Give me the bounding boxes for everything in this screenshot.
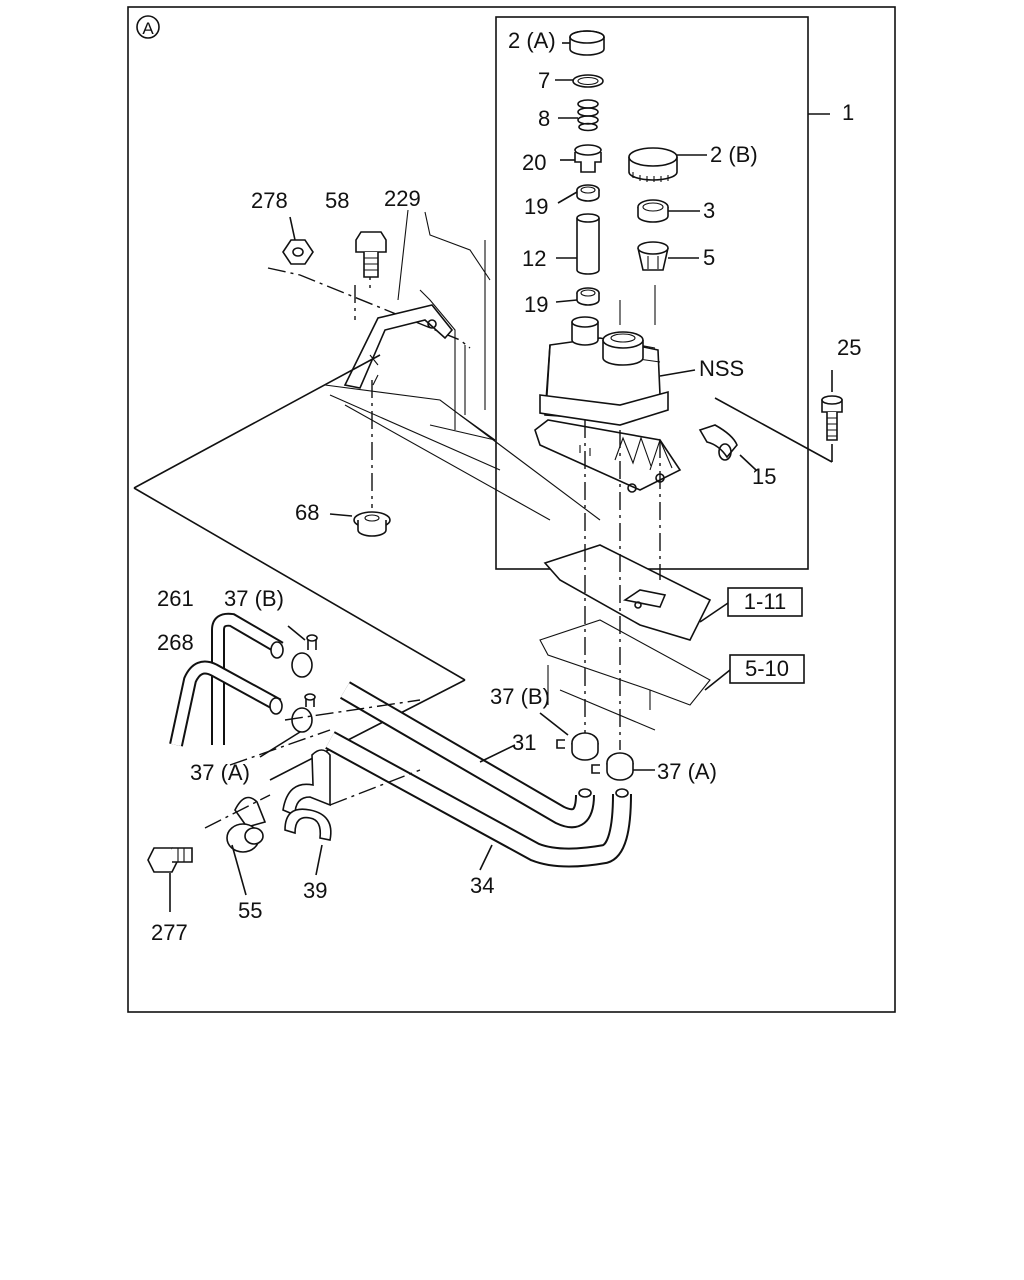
label-3: 3 [703,198,715,223]
label-2a: 2 (A) [508,28,556,53]
ring-19-upper-part [576,184,600,202]
label-12: 12 [522,246,546,271]
label-2b: 2 (B) [710,142,758,167]
label-5: 5 [703,245,715,270]
label-15: 15 [752,464,776,489]
label-39: 39 [303,878,327,903]
label-68: 68 [295,500,319,525]
assembly-box [495,16,809,570]
label-58: 58 [325,188,349,213]
bolt-25-part [821,395,843,441]
label-261: 261 [157,586,194,611]
cap-2b-part [628,147,678,182]
ring-19-lower-part [576,287,600,306]
nut-278-part [282,239,314,265]
label-268: 268 [157,630,194,655]
label-25: 25 [837,335,861,360]
reservoir-tank-nss [534,316,682,493]
diagram-frame [127,6,896,1013]
label-277: 277 [151,920,188,945]
ref-box-1-11: 1-11 [727,587,803,617]
clip-55-part [226,796,267,853]
clip-15-part [698,424,738,461]
hose-34-part [325,731,632,868]
label-37a-left: 37 (A) [190,760,250,785]
o-ring-7-part [572,74,604,88]
spring-8-part [577,99,599,132]
label-37b-right: 37 (B) [490,684,550,709]
label-31: 31 [512,730,536,755]
hose-261-part [211,612,284,745]
clamp-37b-right-part [556,732,599,761]
bolt-58-part [355,231,387,278]
label-7: 7 [538,68,550,93]
cap-2a-part [569,30,605,56]
ref-1-11-text: 1-11 [744,589,786,614]
clamp-37a-right-part [591,752,634,781]
bolt-277-part [147,847,193,873]
hose-268-part [169,660,283,747]
view-marker: A [136,15,160,39]
ring-3-part [637,199,669,223]
label-278: 278 [251,188,288,213]
view-marker-letter: A [142,19,154,38]
frame-member [539,544,712,731]
label-20: 20 [522,150,546,175]
strainer-5-part [637,241,669,271]
clamp-37b-left-part [291,634,318,678]
label-1: 1 [842,100,854,125]
ref-5-10-text: 5-10 [745,656,789,681]
label-55: 55 [238,898,262,923]
label-8: 8 [538,106,550,131]
label-nss: NSS [699,356,744,381]
clamp-37a-left-part [291,693,316,733]
label-19-lower: 19 [524,292,548,317]
bracket-229-part [343,304,454,389]
nut-68-part [353,511,391,537]
hose-31-part [339,681,595,829]
label-229: 229 [384,186,421,211]
tube-12-part [576,213,600,275]
label-19-upper: 19 [524,194,548,219]
valve-20-part [574,144,602,173]
label-37a-right: 37 (A) [657,759,717,784]
label-37b-left: 37 (B) [224,586,284,611]
ref-box-5-10: 5-10 [729,654,805,684]
label-34: 34 [470,873,494,898]
bracket-39-part [282,749,332,841]
